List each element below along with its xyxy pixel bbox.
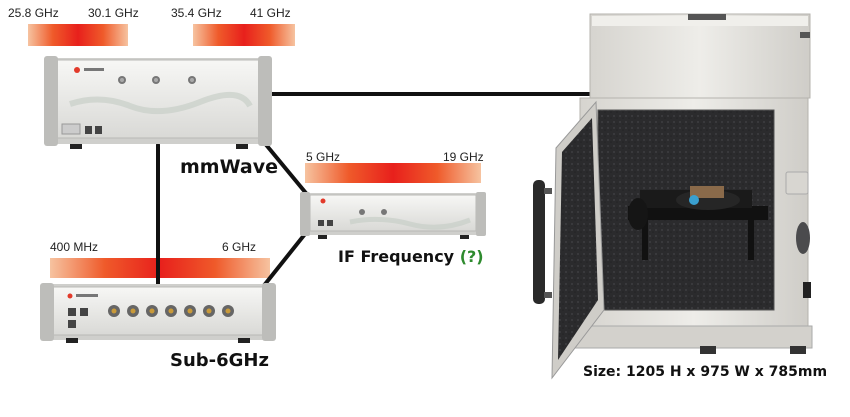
if-instrument xyxy=(300,192,486,239)
band-mmwave-high xyxy=(193,24,295,46)
if-frequency-label: IF Frequency (?) xyxy=(338,247,484,266)
band-mmwave-low xyxy=(28,24,128,46)
band-mmwave-high-end: 41 GHz xyxy=(250,6,291,20)
test-chamber xyxy=(533,13,813,380)
band-if-end: 19 GHz xyxy=(443,150,484,164)
band-if xyxy=(305,163,481,183)
band-mmwave-high-start: 35.4 GHz xyxy=(171,6,222,20)
band-sub6-start: 400 MHz xyxy=(50,240,99,254)
band-mmwave-low-end: 30.1 GHz xyxy=(88,6,139,20)
mmwave-label: mmWave xyxy=(180,156,278,178)
chamber-size-label: Size: 1205 H x 975 W x 785mm xyxy=(583,364,828,380)
band-sub6-end: 6 GHz xyxy=(222,240,257,254)
sub6-label: Sub-6GHz xyxy=(170,350,269,371)
sub6-instrument xyxy=(40,283,276,343)
band-mmwave-low-start: 25.8 GHz xyxy=(8,6,59,20)
band-if-start: 5 GHz xyxy=(306,150,341,164)
line-if-to-sub6 xyxy=(260,232,307,290)
if-frequency-text: IF Frequency xyxy=(338,247,455,266)
mmwave-instrument xyxy=(44,56,272,149)
if-question-mark: (?) xyxy=(459,247,484,266)
